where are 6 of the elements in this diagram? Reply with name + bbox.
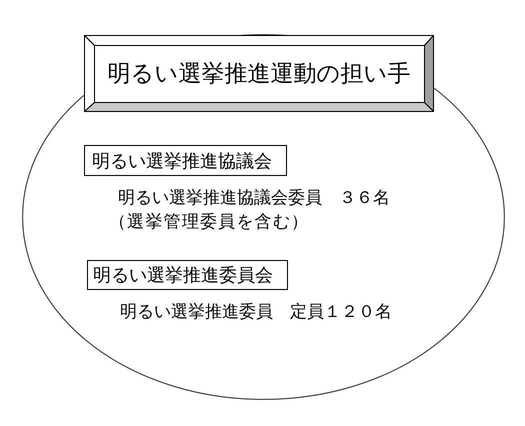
member-note: 明るい選挙推進委員 定員１２０名: [120, 301, 392, 323]
member-note: （選挙管理委員を含む）: [109, 211, 310, 233]
label-box: 明るい選挙推進協議会: [84, 145, 287, 176]
ellipse: [22, 34, 505, 400]
label-box: 明るい選挙推進委員会: [87, 260, 288, 290]
member-note: 明るい選挙推進協議会委員 ３６名: [118, 187, 390, 209]
